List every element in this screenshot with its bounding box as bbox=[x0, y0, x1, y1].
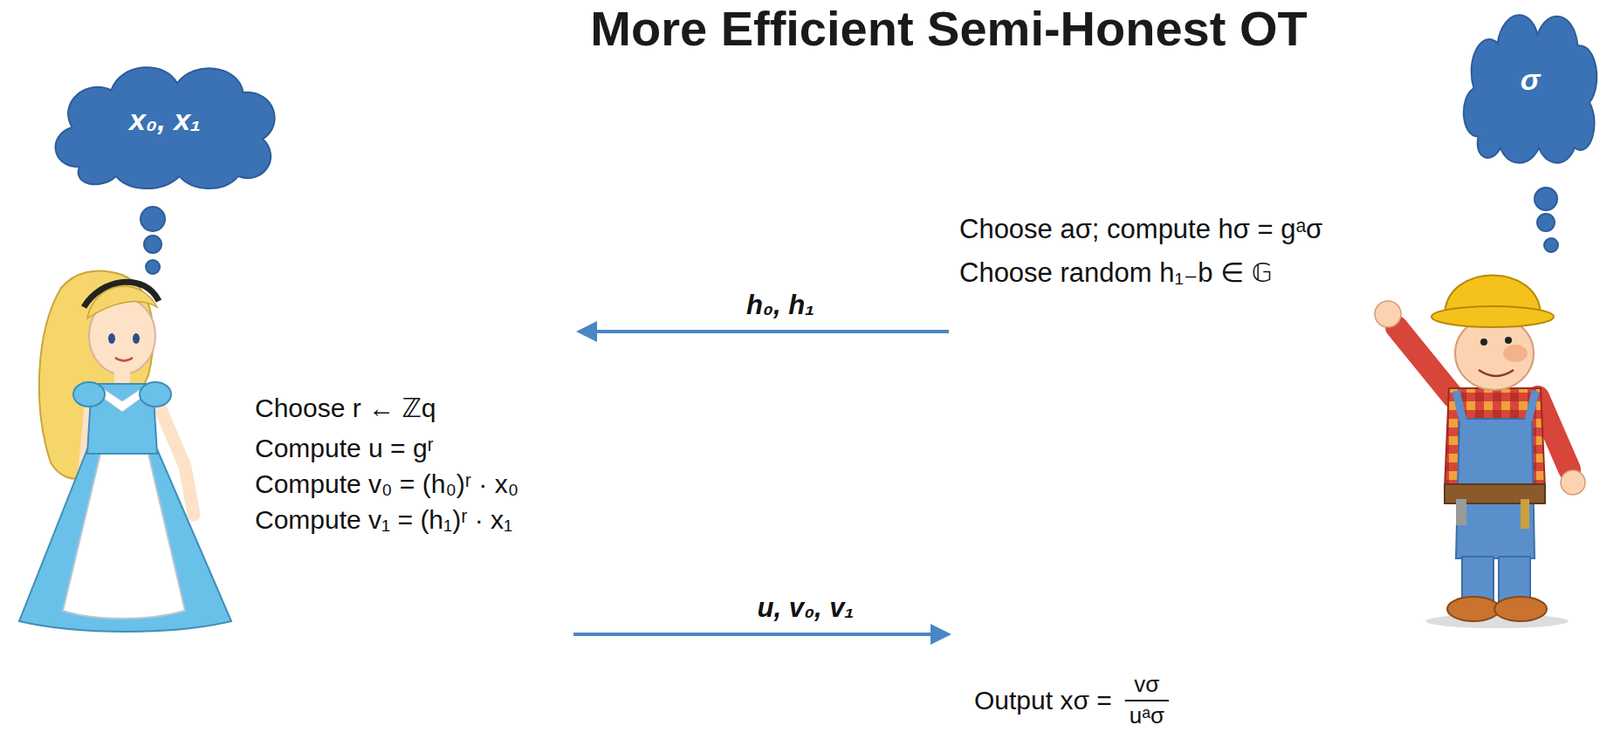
thought-bubble bbox=[144, 235, 162, 254]
protocol-step: Output xσ = bbox=[974, 686, 1113, 717]
protocol-step: Compute u = gʳ bbox=[254, 433, 434, 465]
fraction-term: uᵃσ bbox=[1129, 703, 1165, 730]
arm bbox=[1396, 327, 1454, 398]
protocol-step: Choose random h₁₋b ∈ 𝔾 bbox=[959, 257, 1273, 289]
bob-figure bbox=[1374, 275, 1586, 630]
thought-text: x₀, x₁ bbox=[129, 103, 201, 137]
headband bbox=[83, 281, 159, 308]
sleeve bbox=[73, 382, 105, 407]
thought-text: σ bbox=[1520, 63, 1541, 97]
protocol-step: Compute v₁ = (h₁)ʳ · x₁ bbox=[254, 505, 513, 536]
protocol-step: Choose r ← ℤq bbox=[254, 393, 436, 425]
message-arrow bbox=[591, 329, 949, 334]
boot bbox=[1447, 597, 1500, 622]
thought-bubble bbox=[1534, 187, 1558, 211]
nose bbox=[1503, 344, 1528, 363]
eye bbox=[108, 333, 116, 344]
tool bbox=[1520, 499, 1530, 529]
tool bbox=[1455, 499, 1467, 526]
skirt bbox=[19, 449, 232, 632]
message-label: u, v₀, v₁ bbox=[756, 592, 854, 625]
strap bbox=[1455, 391, 1536, 421]
mouth bbox=[115, 357, 133, 362]
protocol-step: Choose aσ; compute hσ = gᵃσ bbox=[959, 213, 1323, 246]
thought-bubble bbox=[140, 206, 165, 232]
arrow-head bbox=[930, 624, 952, 646]
message-label: h₀, h₁ bbox=[746, 289, 815, 322]
boot bbox=[1494, 597, 1547, 622]
hand bbox=[1560, 470, 1586, 495]
sleeve bbox=[139, 382, 172, 407]
fraction-bar bbox=[1125, 700, 1169, 702]
cloud-outline bbox=[1463, 14, 1597, 163]
thought-cloud: x₀, x₁ bbox=[42, 50, 288, 191]
thought-bubble bbox=[1544, 238, 1559, 253]
arrow-head bbox=[576, 321, 598, 343]
thought-cloud: σ bbox=[1455, 0, 1600, 165]
alice-figure bbox=[19, 270, 232, 632]
fraction-term: vσ bbox=[1133, 672, 1160, 699]
eye bbox=[132, 333, 140, 344]
cloud-outline bbox=[55, 67, 275, 189]
eye bbox=[1480, 338, 1488, 346]
shadow bbox=[1425, 614, 1569, 629]
eye bbox=[1504, 336, 1512, 344]
leg bbox=[1462, 556, 1494, 603]
mouth bbox=[1478, 370, 1514, 377]
protocol-step: Compute v₀ = (h₀)ʳ · x₀ bbox=[254, 469, 519, 501]
message-arrow bbox=[573, 632, 936, 637]
thought-bubble bbox=[145, 260, 160, 275]
hat-brim bbox=[1431, 306, 1554, 328]
leg bbox=[1498, 556, 1531, 603]
apron bbox=[62, 453, 186, 619]
hand bbox=[1374, 301, 1401, 328]
thought-bubble bbox=[1537, 213, 1555, 232]
slide-title: More Efficient Semi-Honest OT bbox=[590, 1, 1307, 56]
